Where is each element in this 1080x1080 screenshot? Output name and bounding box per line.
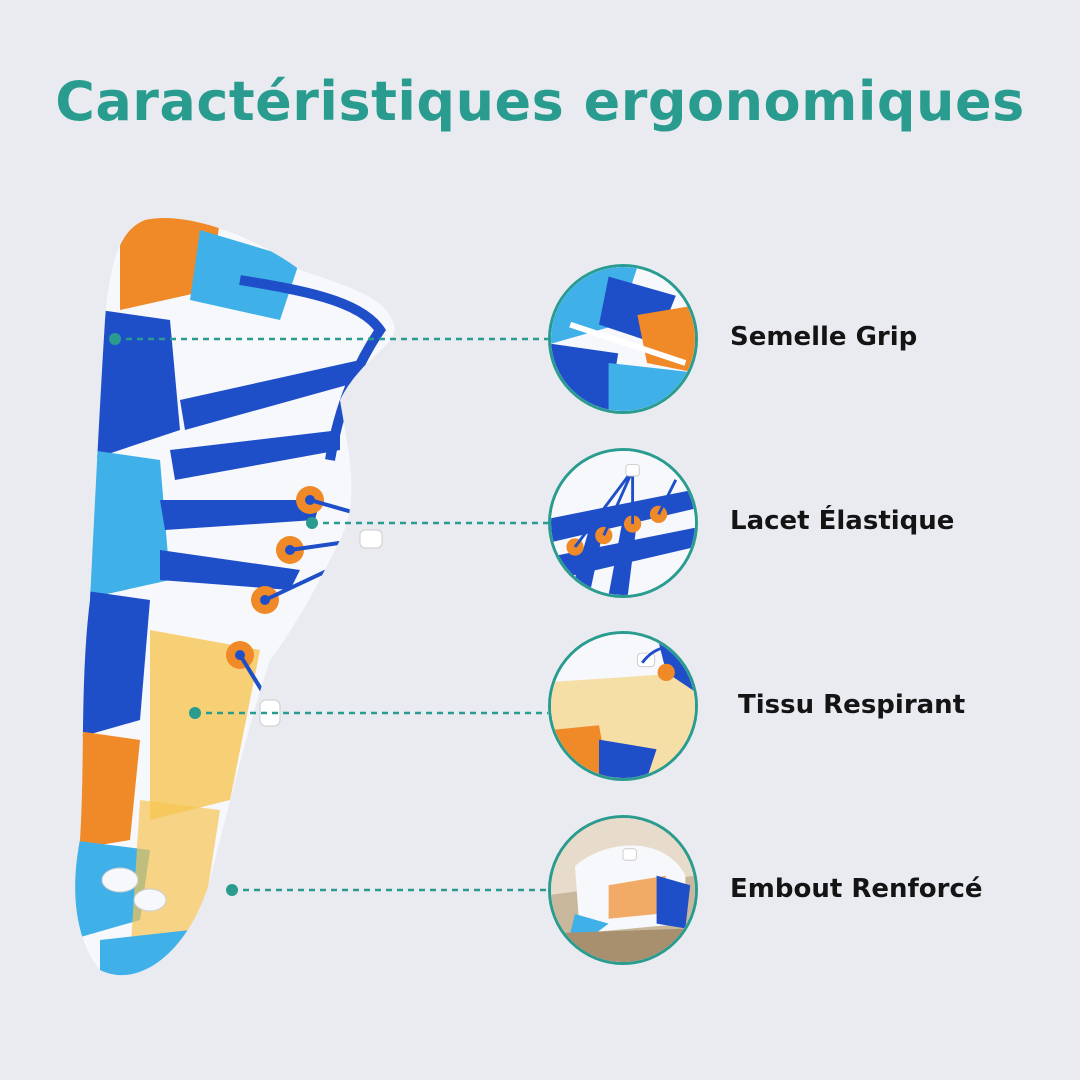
feature-label-embout-renforce: Embout Renforcé [730, 874, 983, 904]
reinforced-toe-closeup-icon [548, 815, 698, 965]
feature-label-lacet-elastique: Lacet Élastique [730, 506, 955, 536]
breathable-mesh-closeup-icon [548, 631, 698, 781]
page-title: Caractéristiques ergonomiques [55, 70, 1025, 133]
feature-label-tissu-respirant: Tissu Respirant [738, 690, 966, 720]
feature-label-semelle-grip: Semelle Grip [730, 322, 918, 352]
shoe-sole-closeup-icon [548, 264, 698, 414]
elastic-lace-closeup-icon [548, 448, 698, 598]
shoe-product-image [75, 218, 396, 976]
